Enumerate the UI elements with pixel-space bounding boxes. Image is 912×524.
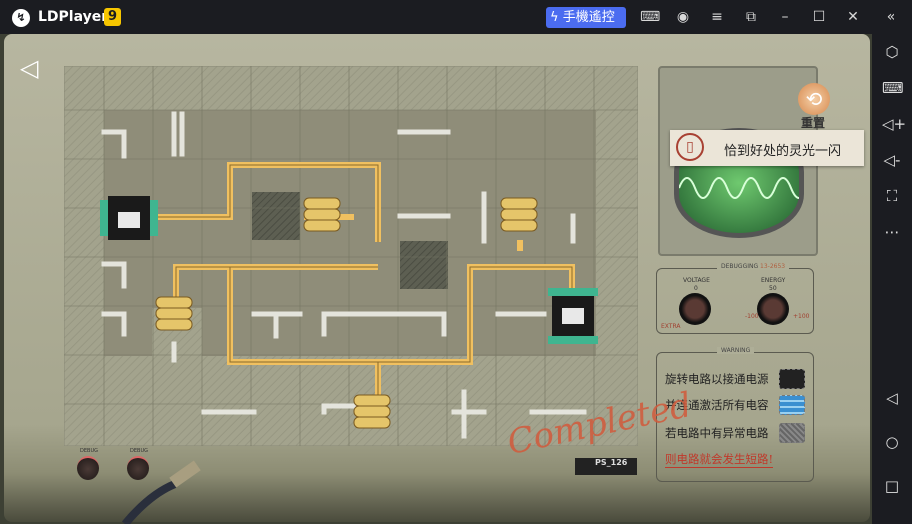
model-badge: PS_126 xyxy=(575,458,637,475)
title-bar: ↯ LDPlayer 9 ϟ 手機遙控 ⌨ ◉ ≡ ⧉ – ☐ ✕ « xyxy=(0,0,912,34)
cable-plug xyxy=(121,460,201,524)
energy-label: ENERGY xyxy=(761,277,786,284)
warning-title: WARNING xyxy=(717,347,755,354)
power-source-chip xyxy=(100,196,158,240)
gamepad-icon[interactable]: ⌨ xyxy=(640,9,661,25)
lightning-icon: ϟ xyxy=(550,10,559,25)
debug-button[interactable] xyxy=(77,456,99,480)
volume-down-icon[interactable]: ◁- xyxy=(883,151,901,169)
debug-label: DEBUG xyxy=(130,448,148,454)
close-icon[interactable]: ✕ xyxy=(847,9,859,25)
extra-label: EXTRA xyxy=(661,323,681,330)
ldplayer-logo-icon: ↯ xyxy=(12,9,30,27)
maximize-icon[interactable]: ☐ xyxy=(812,9,826,25)
abnormal-circuit-tile xyxy=(252,192,300,240)
game-view: ◁ ⟲ 重置 ▯ 恰到好处的灵光一闪 DEBUGGING 13-2653 VOL… xyxy=(0,34,872,524)
inactive-wires xyxy=(101,111,587,439)
reset-label: 重置 xyxy=(801,116,826,130)
cards-icon: ▯ xyxy=(676,133,704,161)
remote-control-label: 手機遙控 xyxy=(562,10,615,25)
warning-panel: WARNING 旋转电路以接通电源 并连通激活所有电容 若电路中有异常电路 则电… xyxy=(656,347,814,482)
remote-control-button[interactable]: ϟ 手機遙控 xyxy=(546,7,626,28)
circuit-board[interactable] xyxy=(64,66,638,446)
screenshot-icon[interactable]: ⧉ xyxy=(746,9,756,25)
capacitor xyxy=(353,394,391,429)
capacitor xyxy=(500,197,538,232)
settings-icon[interactable]: ⬡ xyxy=(885,43,899,61)
capacitor-legend-icon xyxy=(779,395,805,415)
back-icon[interactable]: ◁ xyxy=(886,389,898,407)
warning-line: 若电路中有异常电路 xyxy=(665,426,769,440)
abnormal-circuit-tile xyxy=(400,241,448,289)
warning-line: 并连通激活所有电容 xyxy=(665,398,769,412)
debug-button[interactable] xyxy=(127,456,149,480)
keyboard-icon[interactable]: ⌨ xyxy=(882,79,904,97)
collapse-sidebar-icon[interactable]: « xyxy=(886,9,896,25)
minimize-icon[interactable]: – xyxy=(781,9,789,25)
menu-icon[interactable]: ≡ xyxy=(711,9,723,25)
right-sidebar: ⬡ ⌨ ◁+ ◁- ⛶ ⋯ ◁ ○ □ xyxy=(872,34,912,524)
power-source-chip xyxy=(548,288,598,344)
toast-text: 恰到好处的灵光一闪 xyxy=(724,144,842,159)
reset-button[interactable]: ⟲ xyxy=(798,83,830,115)
capacitor xyxy=(155,296,193,331)
debugging-title: DEBUGGING 13-2653 xyxy=(717,263,790,270)
energy-knob[interactable] xyxy=(757,293,789,325)
energy-top: 50 xyxy=(769,285,777,292)
toast-notification: ▯ 恰到好处的灵光一闪 xyxy=(670,130,864,166)
volume-up-icon[interactable]: ◁+ xyxy=(882,115,907,133)
energy-max: +100 xyxy=(793,313,810,320)
capacitor xyxy=(303,197,341,232)
voltage-label: VOLTAGE xyxy=(683,277,710,284)
warning-line-red: 则电路就会发生短路! xyxy=(665,452,774,468)
voltage-knob[interactable] xyxy=(679,293,711,325)
app-name: LDPlayer xyxy=(38,9,109,25)
account-icon[interactable]: ◉ xyxy=(676,9,690,25)
version-badge: 9 xyxy=(104,8,121,26)
debugging-panel: DEBUGGING 13-2653 VOLTAGE 0 EXTRA ENERGY… xyxy=(656,263,814,334)
debug-label: DEBUG xyxy=(80,448,98,454)
recent-apps-icon[interactable]: □ xyxy=(884,477,900,495)
more-icon[interactable]: ⋯ xyxy=(884,223,900,241)
home-icon[interactable]: ○ xyxy=(885,433,899,451)
voltage-zero: 0 xyxy=(694,285,698,292)
warning-line: 旋转电路以接通电源 xyxy=(665,372,769,386)
energy-min: -100 xyxy=(745,313,759,320)
abnormal-legend-icon xyxy=(779,423,805,443)
chip-legend-icon xyxy=(779,369,805,389)
back-arrow-icon[interactable]: ◁ xyxy=(20,54,39,82)
resize-icon[interactable]: ⛶ xyxy=(886,187,898,205)
reset-icon: ⟲ xyxy=(805,87,823,111)
